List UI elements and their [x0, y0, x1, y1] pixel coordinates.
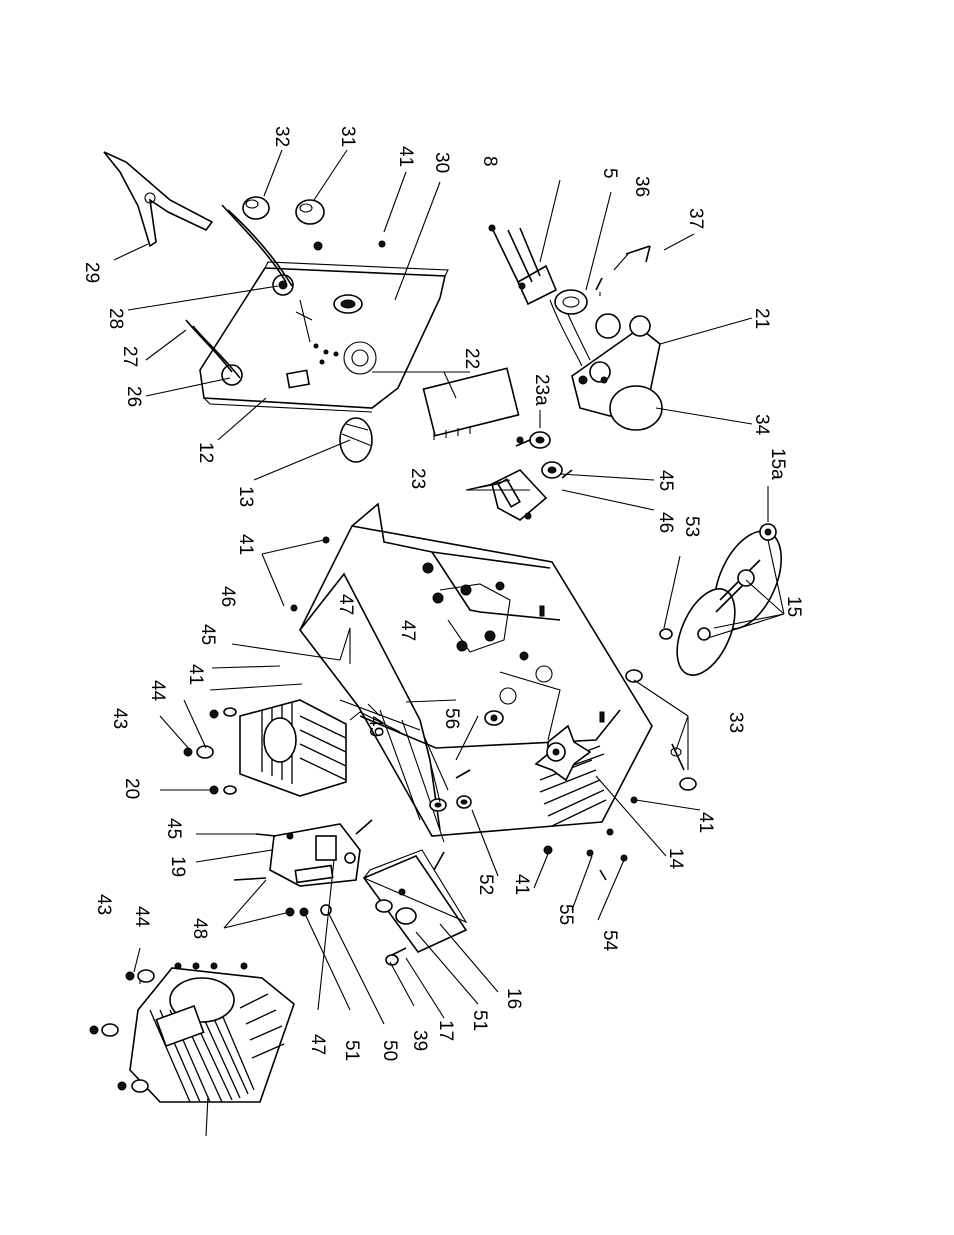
label-33: 33 [725, 712, 746, 733]
label-41: 41 [511, 874, 532, 895]
label-26: 26 [123, 386, 144, 407]
switch-13 [340, 418, 372, 462]
label-48: 48 [189, 918, 210, 939]
knob-31 [296, 200, 324, 224]
label-50: 50 [379, 1040, 400, 1061]
plug-22 [423, 368, 518, 440]
label-13: 13 [235, 486, 256, 507]
label-32: 32 [271, 126, 292, 147]
label-23a: 23a [531, 374, 552, 406]
label-16: 16 [503, 988, 524, 1009]
label-20: 20 [121, 778, 142, 799]
label-5: 5 [599, 168, 620, 179]
bracket-23 [492, 432, 562, 520]
label-8: 8 [479, 156, 500, 167]
label-47: 47 [397, 620, 418, 641]
label-47: 47 [307, 1034, 328, 1055]
label-51: 51 [469, 1010, 490, 1031]
label-15a: 15a [767, 448, 788, 480]
spool-15 [665, 521, 794, 684]
label-36: 36 [631, 176, 652, 197]
label-31: 31 [337, 126, 358, 147]
label-34: 34 [751, 414, 772, 436]
label-15: 15 [783, 596, 804, 617]
label-41: 41 [395, 146, 416, 167]
label-39: 39 [409, 1030, 430, 1051]
label-43: 43 [109, 708, 130, 729]
label-14: 14 [665, 848, 686, 870]
label-46: 46 [655, 512, 676, 533]
label-52: 52 [475, 874, 496, 895]
label-30: 30 [431, 152, 452, 173]
ground-clamp [104, 152, 212, 246]
label-46: 46 [217, 586, 238, 607]
label-55: 55 [555, 904, 576, 925]
label-43: 43 [93, 894, 114, 915]
label-23: 23 [407, 468, 428, 489]
label-21: 21 [751, 308, 772, 329]
label-29: 29 [81, 262, 102, 283]
label-45: 45 [655, 470, 676, 491]
knob-32 [243, 197, 269, 219]
front-panel [200, 262, 448, 412]
label-41: 41 [185, 664, 206, 685]
label-12: 12 [195, 442, 216, 463]
label-44: 44 [131, 906, 152, 928]
label-27: 27 [119, 346, 140, 367]
label-45: 45 [197, 624, 218, 645]
wire-feed-assembly [550, 296, 662, 430]
label-41: 41 [235, 534, 256, 555]
label-49: 49 [365, 716, 386, 737]
rectifier-19 [234, 824, 360, 886]
label-41: 41 [695, 812, 716, 833]
transformer-20 [184, 700, 346, 796]
chassis [291, 504, 652, 842]
label-51: 51 [341, 1040, 362, 1061]
label-22: 22 [461, 348, 482, 369]
gun-block [518, 266, 556, 304]
label-45: 45 [163, 818, 184, 839]
label-47: 47 [335, 594, 356, 615]
label-54: 54 [599, 930, 620, 952]
drive-roll-5 [555, 290, 587, 314]
label-56: 56 [441, 708, 462, 729]
label-44: 44 [147, 680, 168, 702]
main-transformer [90, 963, 294, 1102]
label-19: 19 [167, 856, 188, 877]
label-28: 28 [105, 308, 126, 329]
label-37: 37 [685, 208, 706, 229]
label-17: 17 [435, 1020, 456, 1041]
label-53: 53 [681, 516, 702, 537]
